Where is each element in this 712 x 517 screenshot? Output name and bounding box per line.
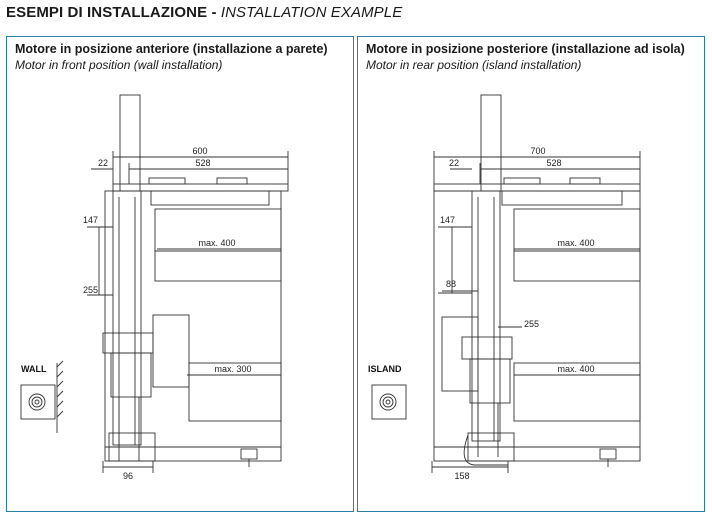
motor-housing (461, 336, 513, 360)
motor-box (152, 314, 190, 388)
dim-bottom: 158 (454, 471, 469, 481)
dim-total-width: 600 (192, 146, 207, 156)
dim-offset-top: 22 (98, 158, 108, 168)
drawer-middle (513, 250, 641, 282)
cabinet-foot (240, 448, 258, 460)
panel-title-english: Motor in rear position (island installat… (366, 58, 582, 72)
drawer-lower (513, 362, 641, 422)
panel-title-italian: Motore in posizione anteriore (installaz… (15, 42, 328, 56)
motor-housing (102, 332, 154, 354)
chimney-duct (480, 94, 502, 192)
dim-height-147: 147 (440, 215, 455, 225)
worktop (433, 183, 641, 192)
dim-motor-width: 88 (446, 279, 456, 289)
dim-total-width: 700 (530, 146, 545, 156)
vertical-duct (112, 190, 142, 446)
hob-element (216, 177, 248, 185)
motor-box (441, 316, 479, 392)
dim-max-lower: max. 400 (557, 364, 594, 374)
cabinet-body (104, 190, 282, 462)
hob-element (503, 177, 541, 185)
dim-height-255: 255 (83, 285, 98, 295)
panel-title-italian: Motore in posizione posteriore (installa… (366, 42, 685, 56)
title-separator: - (207, 4, 221, 21)
dim-inner-width: 528 (546, 158, 561, 168)
wall-icon (20, 360, 64, 433)
hob-unit (501, 190, 623, 206)
panel-title-english: Motor in front position (wall installati… (15, 58, 223, 72)
dim-offset-top: 22 (449, 158, 459, 168)
motor-unit (469, 358, 511, 404)
dim-max-upper: max. 400 (198, 238, 235, 248)
chimney-duct (119, 94, 141, 192)
vertical-duct (471, 190, 501, 442)
worktop (112, 183, 289, 192)
island-label: ISLAND (368, 364, 402, 374)
hob-unit (150, 190, 270, 206)
wall-installation-panel: Motore in posizione anteriore (installaz… (6, 36, 354, 512)
dim-inner-width: 528 (195, 158, 210, 168)
island-installation-drawing: 700 528 22 147 88 255 max. 400 max. 400 … (368, 94, 641, 481)
drawer-middle (154, 250, 282, 282)
dim-height-147: 147 (83, 215, 98, 225)
title-english: INSTALLATION EXAMPLE (220, 4, 403, 21)
wall-installation-drawing: 600 528 22 147 255 max. 400 max. 300 96 … (20, 94, 289, 481)
dim-bottom: 96 (123, 471, 133, 481)
title-italian: ESEMPI DI INSTALLAZIONE (6, 4, 208, 21)
hob-element (569, 177, 601, 185)
page-title: ESEMPI DI INSTALLAZIONE - INSTALLATION E… (6, 4, 402, 21)
dim-max-lower: max. 300 (214, 364, 251, 374)
island-installation-panel: Motore in posizione posteriore (installa… (357, 36, 705, 512)
dim-height-255: 255 (524, 319, 539, 329)
island-icon (371, 384, 407, 420)
dim-max-upper: max. 400 (557, 238, 594, 248)
motor-unit (110, 352, 152, 398)
wall-label: WALL (21, 364, 47, 374)
cabinet-foot (599, 448, 617, 460)
hob-element (148, 177, 186, 185)
drawer-lower (188, 362, 282, 422)
